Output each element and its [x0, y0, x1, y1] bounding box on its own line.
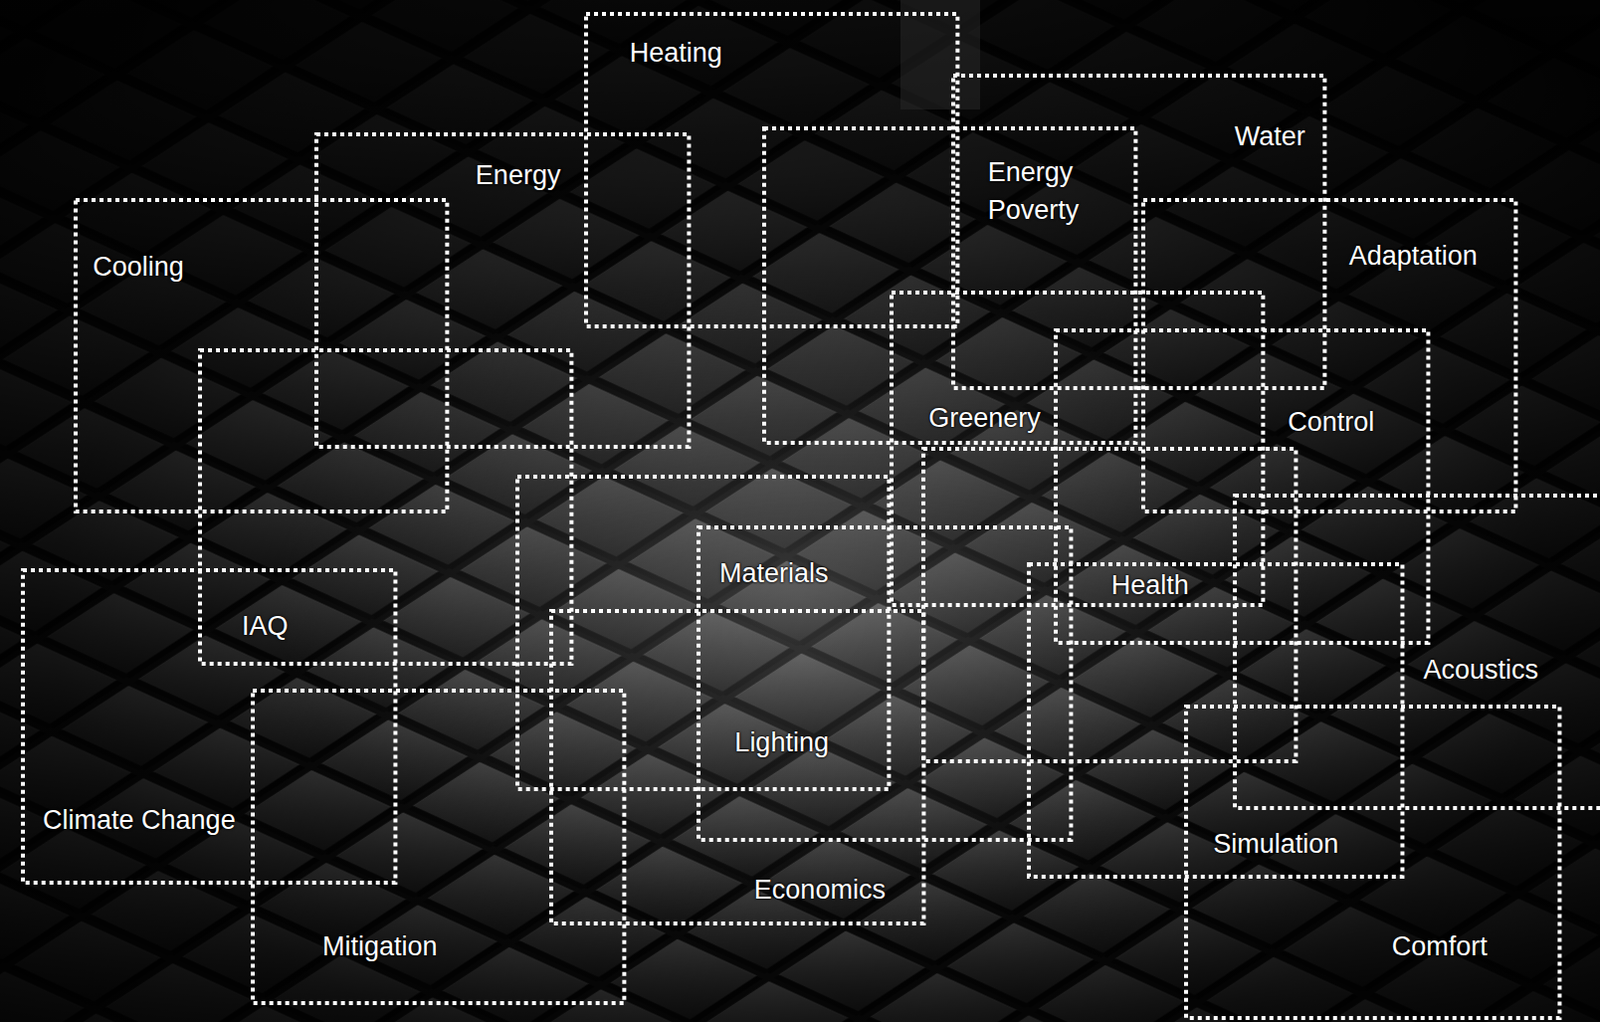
dotted-border [1028, 564, 1402, 877]
dotted-border [1055, 330, 1428, 643]
topic-box: Energy [314, 132, 691, 449]
topic-box: Control [1053, 328, 1430, 645]
dotted-border [517, 476, 889, 790]
topic-box: Energy Poverty [762, 126, 1138, 445]
dotted-outline [515, 474, 891, 792]
topic-box: Simulation [1026, 562, 1404, 879]
dotted-outline [951, 73, 1327, 391]
topic-label: Economics [754, 870, 886, 909]
dotted-border [252, 690, 624, 1003]
pillar [900, 0, 981, 110]
topic-box: Water [951, 73, 1327, 391]
dotted-outline [250, 688, 626, 1005]
topic-box: Health [921, 446, 1298, 764]
dotted-border [1143, 200, 1516, 512]
dotted-border [1234, 495, 1600, 808]
topic-box: Adaptation [1141, 198, 1518, 514]
topic-label: Control [1287, 402, 1375, 441]
topic-box: Climate Change [20, 568, 398, 885]
topic-box: Comfort [1184, 704, 1562, 1020]
topic-label: Greenery [928, 399, 1041, 437]
dotted-border [923, 448, 1296, 762]
dotted-border [953, 75, 1325, 389]
dotted-outline [20, 568, 398, 885]
dotted-outline [1232, 493, 1600, 810]
dotted-outline [73, 198, 449, 514]
topic-label: Lighting [734, 723, 829, 762]
topic-label: Materials [719, 554, 829, 593]
dotted-outline [921, 446, 1298, 764]
dotted-border [75, 200, 447, 512]
topic-label: Energy Poverty [988, 153, 1111, 230]
topic-label: Simulation [1212, 824, 1339, 863]
topic-label: Climate Change [42, 800, 236, 839]
dotted-border [316, 134, 689, 447]
dotted-outline [1184, 704, 1562, 1020]
topic-box: Heating [584, 11, 960, 329]
topic-label: Acoustics [1423, 650, 1540, 689]
topic-label: Adaptation [1349, 236, 1478, 275]
topic-box: Cooling [73, 198, 449, 514]
dotted-border [764, 128, 1136, 443]
dotted-outline [762, 126, 1138, 445]
topic-box: Mitigation [250, 688, 626, 1005]
topic-box: Economics [549, 608, 926, 926]
topic-label: Mitigation [322, 927, 438, 966]
dotted-border [1186, 706, 1560, 1018]
topic-box: Acoustics [1232, 493, 1600, 810]
topic-label: Energy [475, 156, 562, 195]
dotted-outline [1053, 328, 1430, 645]
dotted-border [698, 527, 1071, 840]
topic-label: Health [1111, 566, 1190, 604]
topic-box: Lighting [515, 474, 891, 792]
topic-label: Heating [629, 33, 723, 72]
dotted-border [22, 570, 396, 883]
topic-label: Cooling [92, 247, 185, 286]
topic-label: Water [1234, 117, 1306, 156]
dotted-border [586, 13, 958, 327]
topic-label: IAQ [241, 606, 289, 645]
dotted-border [551, 610, 924, 924]
topic-box: Materials [696, 525, 1073, 842]
topic-label: Comfort [1392, 927, 1488, 966]
